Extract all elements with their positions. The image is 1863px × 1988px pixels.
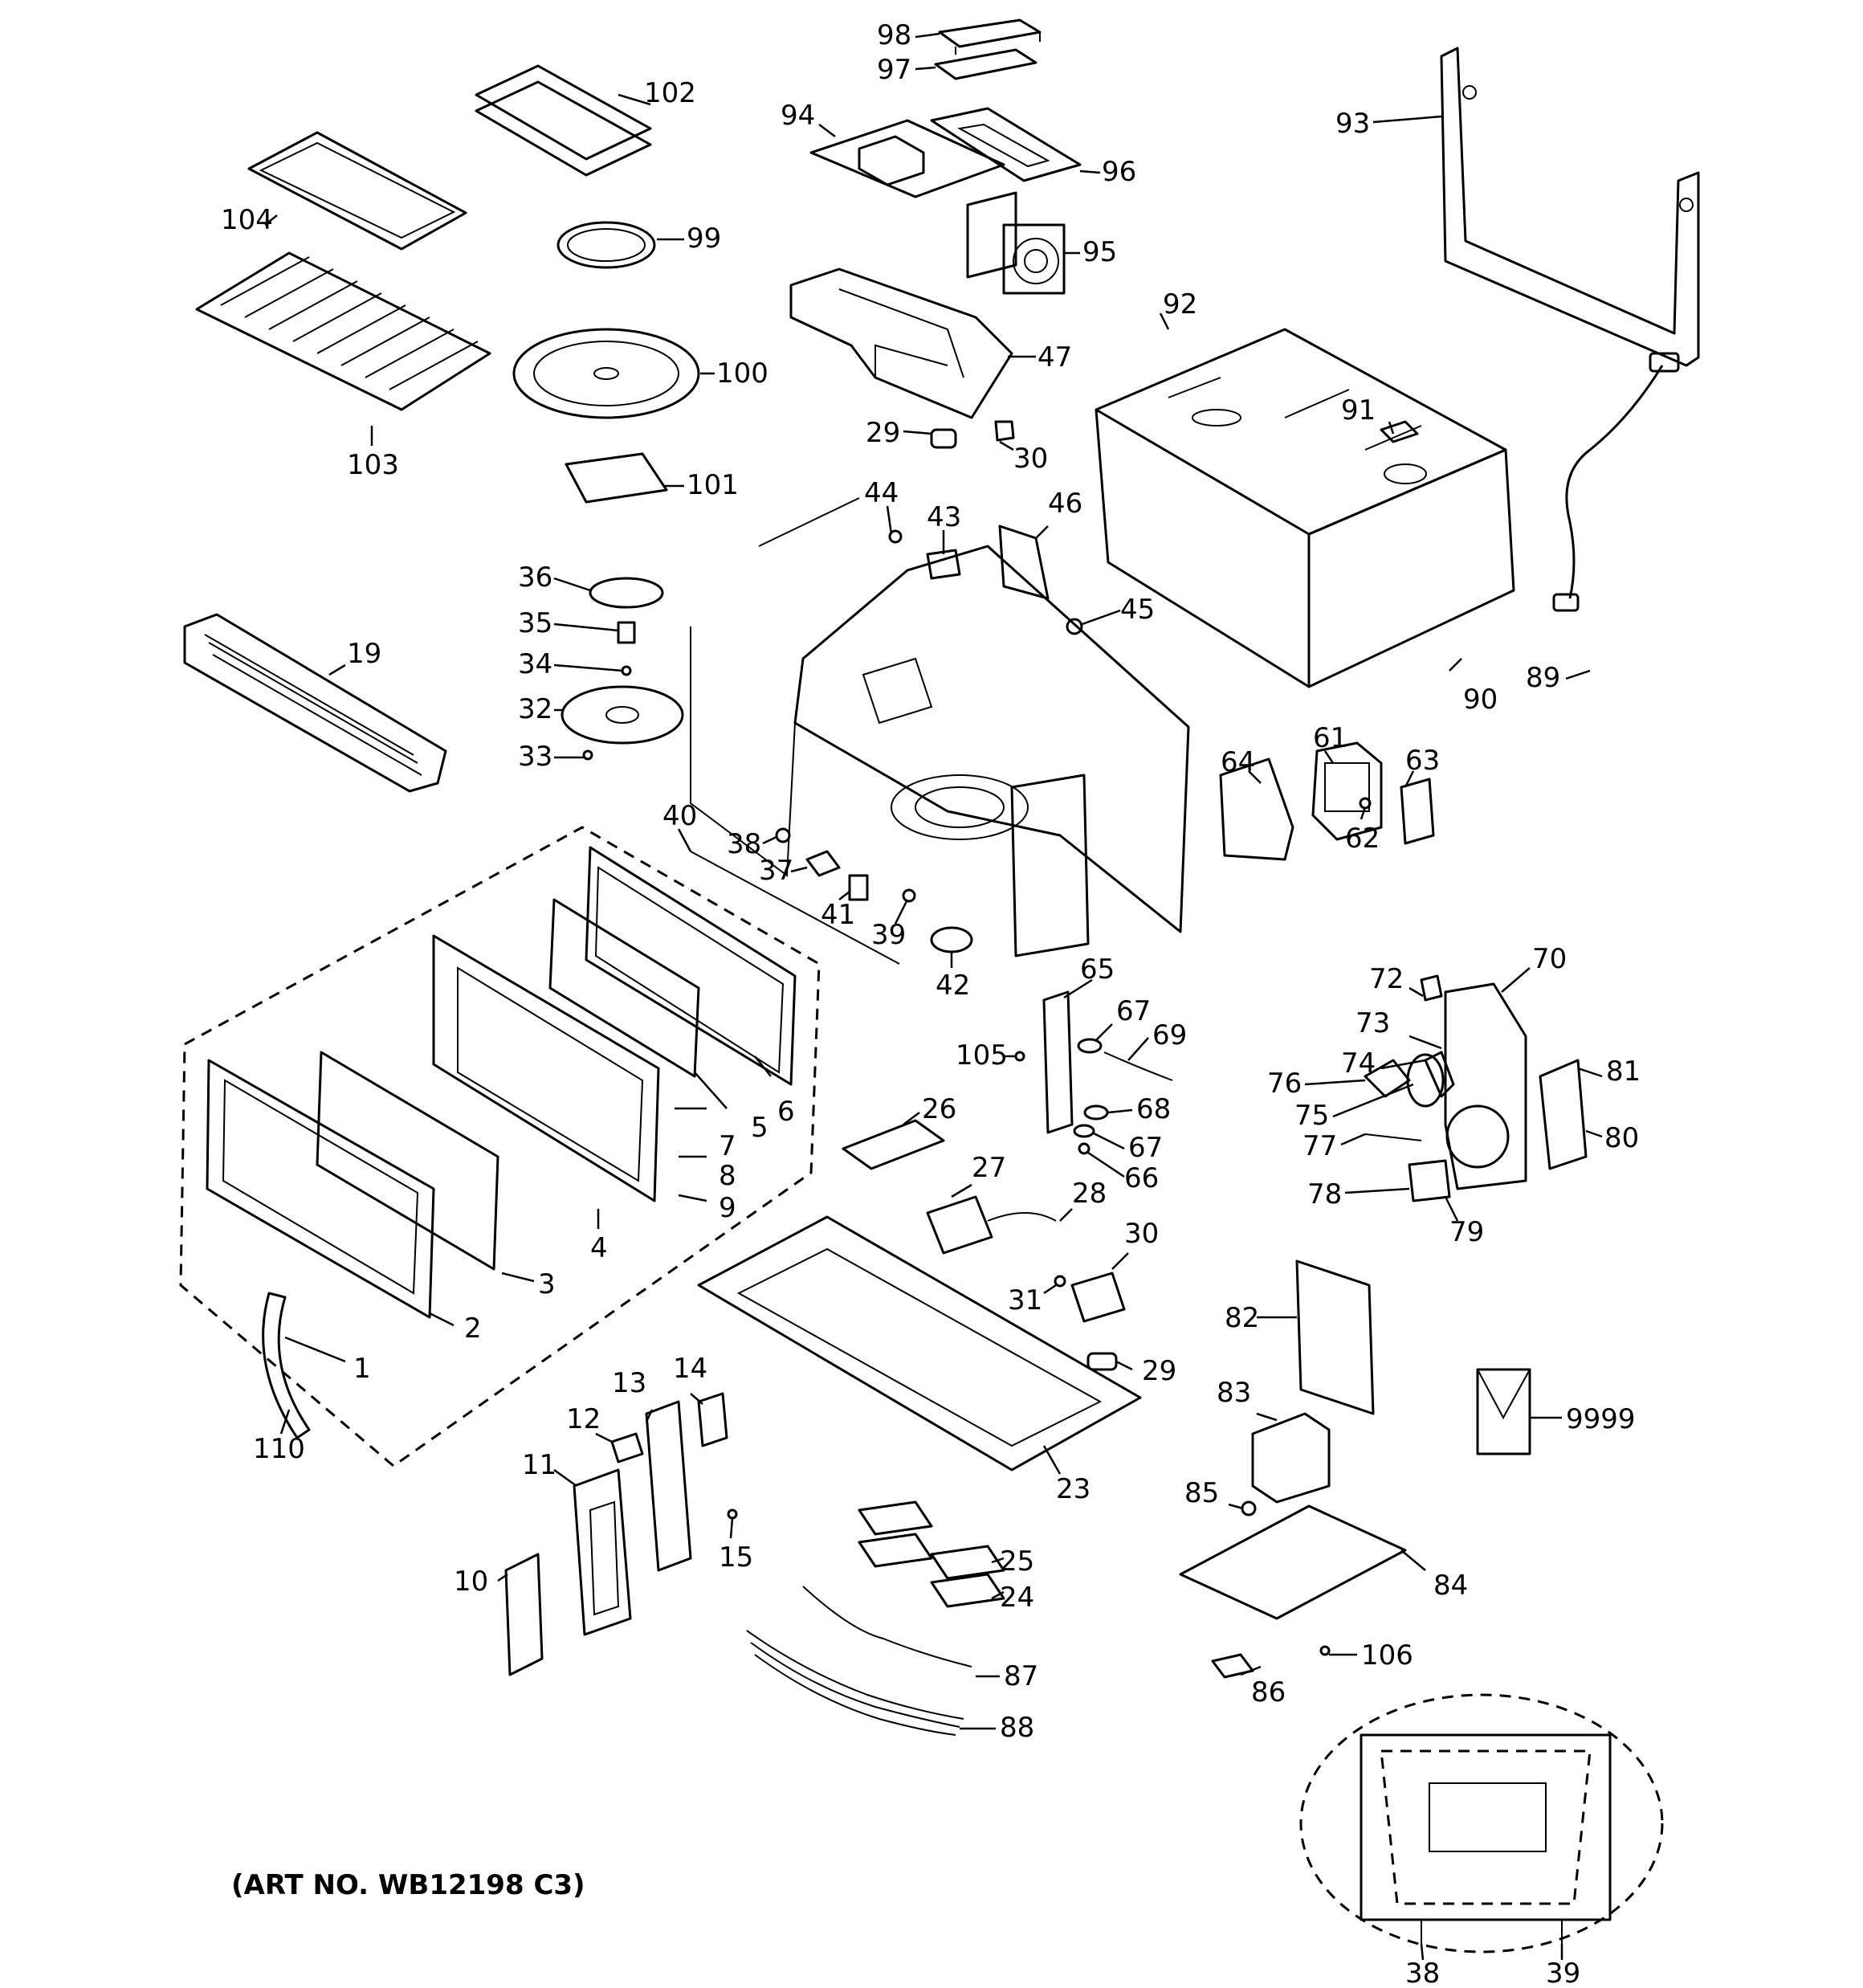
callout-86: 86 — [1251, 1676, 1286, 1708]
callout-75: 75 — [1294, 1100, 1329, 1132]
callout-36: 36 — [518, 561, 552, 594]
callout-69: 69 — [1152, 1019, 1187, 1051]
callout-34: 34 — [518, 648, 552, 680]
callout-3: 3 — [538, 1268, 556, 1300]
callout-7: 7 — [719, 1130, 736, 1162]
callout-90: 90 — [1463, 684, 1498, 716]
callout-72: 72 — [1369, 963, 1404, 995]
callout-41: 41 — [821, 899, 855, 931]
callout-6: 6 — [777, 1096, 795, 1128]
callout-25: 25 — [1000, 1545, 1034, 1578]
callout-24: 24 — [1000, 1582, 1034, 1614]
callout-89: 89 — [1526, 662, 1560, 694]
callout-96: 96 — [1102, 156, 1136, 188]
callout-26: 26 — [922, 1093, 956, 1125]
callout-11: 11 — [522, 1449, 556, 1481]
callout-40: 40 — [662, 800, 697, 832]
callout-85: 85 — [1184, 1477, 1219, 1509]
callout-14: 14 — [673, 1353, 707, 1385]
callout-77: 77 — [1302, 1130, 1337, 1162]
callout-93: 93 — [1335, 108, 1370, 140]
callout-100: 100 — [716, 357, 768, 390]
callout-9: 9 — [719, 1192, 736, 1224]
callout-87: 87 — [1004, 1660, 1038, 1692]
callout-12: 12 — [566, 1403, 601, 1435]
callout-4: 4 — [590, 1232, 608, 1264]
callout-labels: 98 97 94 96 95 47 29 30 93 92 91 90 89 1… — [221, 19, 1641, 1988]
callout-68: 68 — [1136, 1093, 1171, 1125]
callout-103: 103 — [347, 449, 399, 481]
callout-8: 8 — [719, 1160, 736, 1192]
callout-76: 76 — [1267, 1067, 1302, 1100]
callout-101: 101 — [687, 469, 739, 501]
leader-lines — [264, 32, 1603, 1961]
callout-38-inset: 38 — [1405, 1957, 1440, 1988]
callout-99: 99 — [687, 222, 721, 255]
callout-35: 35 — [518, 607, 552, 639]
callout-67-lower: 67 — [1128, 1132, 1163, 1164]
callout-70: 70 — [1532, 943, 1567, 975]
callout-2: 2 — [464, 1312, 482, 1345]
callout-92: 92 — [1163, 288, 1197, 320]
callout-110: 110 — [253, 1433, 305, 1465]
callout-13: 13 — [612, 1367, 646, 1399]
callout-33: 33 — [518, 741, 552, 773]
callout-84: 84 — [1433, 1570, 1468, 1602]
callout-74: 74 — [1341, 1047, 1376, 1080]
callout-67-upper: 67 — [1116, 995, 1151, 1027]
callout-83: 83 — [1217, 1377, 1251, 1409]
callout-102: 102 — [644, 77, 696, 109]
callout-81: 81 — [1606, 1055, 1641, 1088]
callout-64: 64 — [1221, 746, 1255, 778]
callout-97: 97 — [877, 54, 911, 86]
callout-105: 105 — [956, 1039, 1008, 1072]
callout-30-top: 30 — [1013, 443, 1048, 475]
callout-47: 47 — [1037, 341, 1072, 374]
callout-95: 95 — [1082, 236, 1117, 268]
callout-88: 88 — [1000, 1712, 1034, 1744]
callout-5: 5 — [751, 1112, 768, 1144]
callout-63: 63 — [1405, 745, 1440, 777]
callout-65: 65 — [1080, 953, 1115, 986]
callout-80: 80 — [1604, 1122, 1639, 1154]
callout-28: 28 — [1072, 1178, 1107, 1210]
callout-44: 44 — [864, 477, 899, 509]
callout-9999: 9999 — [1566, 1403, 1636, 1435]
callout-46: 46 — [1048, 488, 1082, 520]
callout-98: 98 — [877, 19, 911, 51]
callout-19: 19 — [347, 638, 381, 670]
callout-66: 66 — [1124, 1162, 1159, 1194]
callout-73: 73 — [1355, 1007, 1390, 1039]
callout-38-mid: 38 — [727, 828, 761, 860]
callout-45: 45 — [1120, 594, 1155, 626]
callout-27: 27 — [972, 1152, 1006, 1184]
callout-39-mid: 39 — [871, 919, 906, 951]
callout-37: 37 — [759, 855, 793, 887]
callout-10: 10 — [454, 1565, 488, 1598]
art-number-note: (ART NO. WB12198 C3) — [231, 1869, 585, 1901]
callout-29-bottom: 29 — [1142, 1355, 1176, 1387]
callout-42: 42 — [936, 970, 970, 1002]
callout-91: 91 — [1341, 394, 1376, 427]
callout-31: 31 — [1008, 1284, 1042, 1316]
callout-29-top: 29 — [866, 417, 900, 449]
callout-30-bottom: 30 — [1124, 1218, 1159, 1250]
callout-106: 106 — [1361, 1639, 1413, 1672]
callout-82: 82 — [1225, 1302, 1259, 1334]
callout-78: 78 — [1307, 1178, 1342, 1210]
callout-39-inset: 39 — [1546, 1957, 1580, 1988]
callout-79: 79 — [1449, 1216, 1484, 1248]
part-drawings — [179, 18, 1700, 1953]
callout-104: 104 — [221, 204, 273, 236]
callout-1: 1 — [353, 1353, 371, 1385]
callout-61: 61 — [1313, 722, 1347, 754]
callout-43: 43 — [927, 501, 961, 533]
callout-23: 23 — [1056, 1473, 1090, 1505]
callout-62: 62 — [1345, 823, 1380, 855]
callout-32: 32 — [518, 693, 552, 725]
callout-94: 94 — [781, 100, 815, 132]
callout-15: 15 — [719, 1541, 753, 1574]
